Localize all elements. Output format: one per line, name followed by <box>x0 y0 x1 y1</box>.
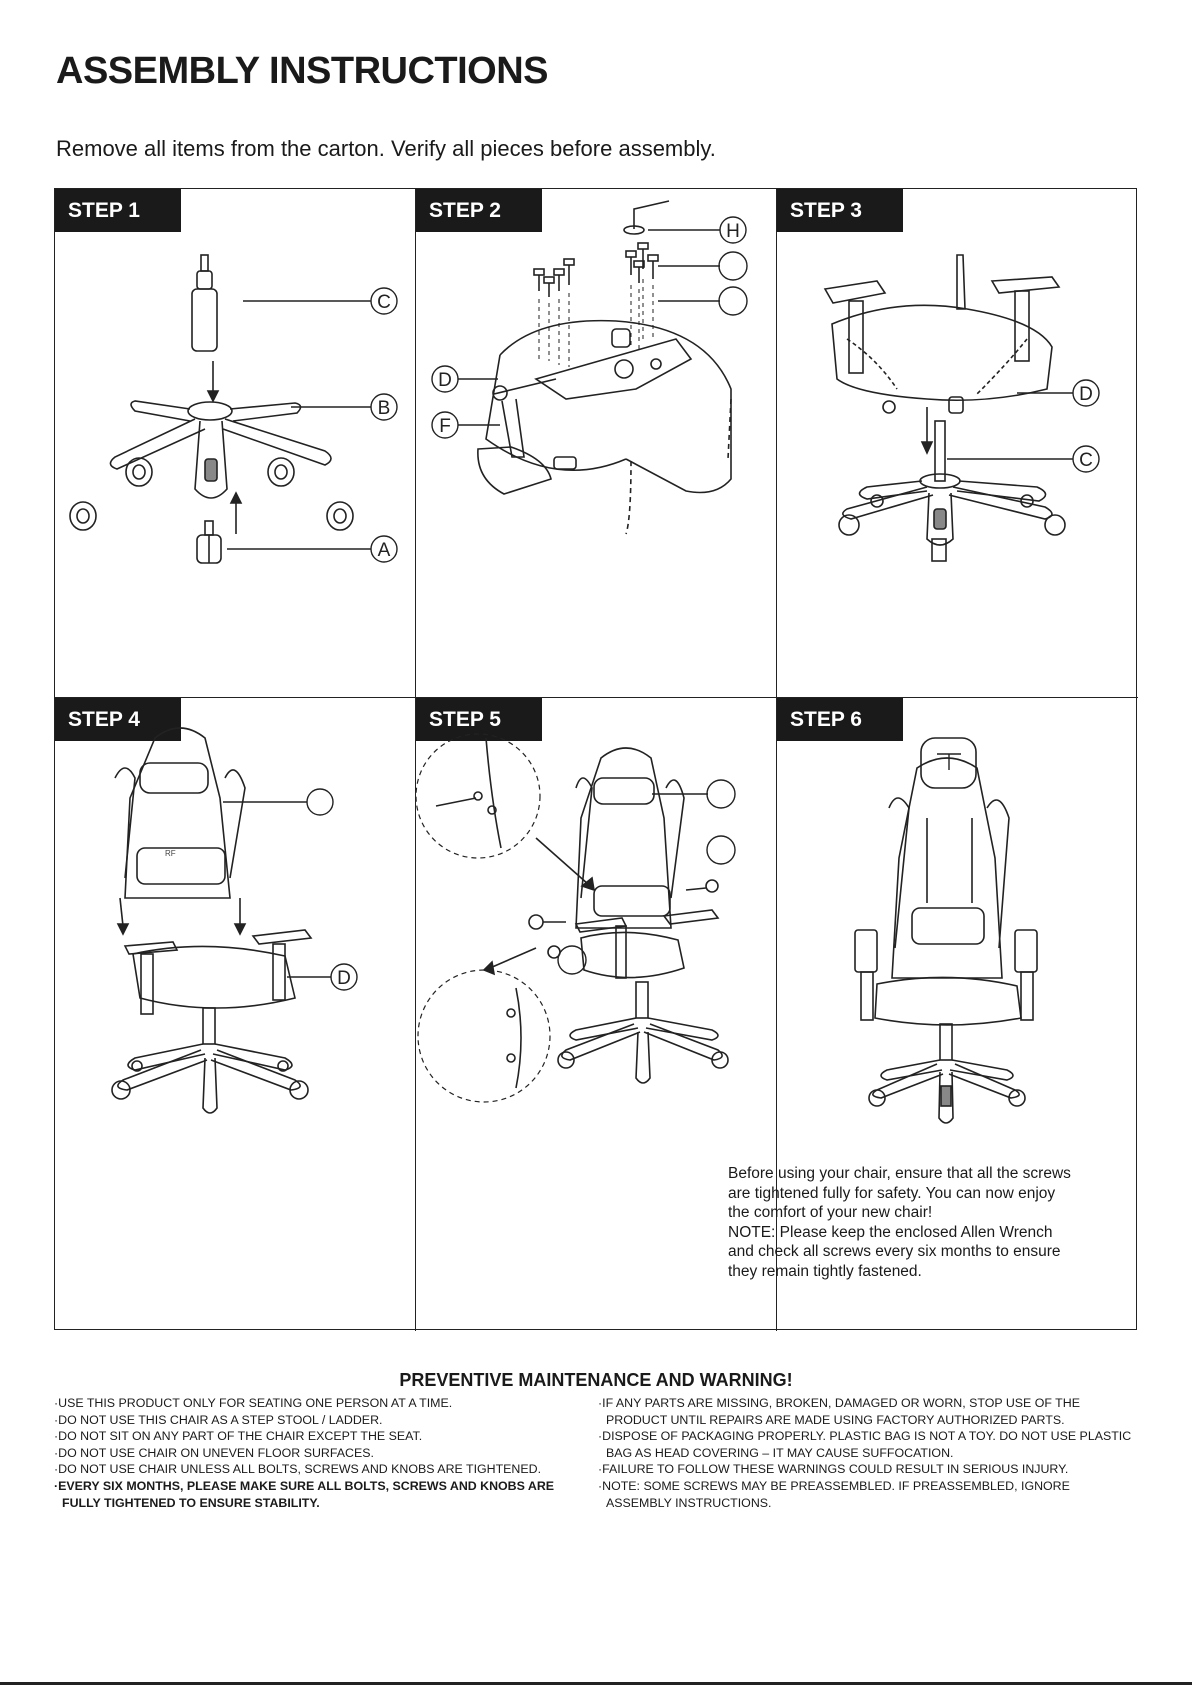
step-6-note: Before using your chair, ensure that all… <box>728 1164 1076 1281</box>
warning-item: DISPOSE OF PACKAGING PROPERLY. PLASTIC B… <box>598 1428 1138 1461</box>
step-3-tag: STEP 3 <box>777 189 903 232</box>
step-1-label-c: C <box>377 292 391 313</box>
page-title: ASSEMBLY INSTRUCTIONS <box>56 50 549 92</box>
step-6-panel: STEP 6 <box>777 698 1138 1331</box>
step-1-label-b: B <box>378 398 391 419</box>
steps-grid: STEP 1 <box>54 188 1138 1331</box>
warning-list-left: USE THIS PRODUCT ONLY FOR SEATING ONE PE… <box>54 1395 594 1511</box>
warning-title: PREVENTIVE MAINTENANCE AND WARNING! <box>399 1370 793 1390</box>
warning-list-right: IF ANY PARTS ARE MISSING, BROKEN, DAMAGE… <box>598 1395 1138 1511</box>
svg-text:RF: RF <box>165 849 176 858</box>
step-5-panel: STEP 5 <box>416 698 777 1331</box>
warning-item: NOTE: SOME SCREWS MAY BE PREASSEMBLED. I… <box>598 1478 1138 1511</box>
warning-item: FAILURE TO FOLLOW THESE WARNINGS COULD R… <box>598 1461 1138 1478</box>
step-2-label-h: H <box>726 221 740 242</box>
warning-item: DO NOT USE CHAIR UNLESS ALL BOLTS, SCREW… <box>54 1461 594 1478</box>
step-2-label-f: F <box>439 416 451 437</box>
warning-item: IF ANY PARTS ARE MISSING, BROKEN, DAMAGE… <box>598 1395 1138 1428</box>
step-2-label-d: D <box>438 370 452 391</box>
step-4-label-d: D <box>337 968 351 989</box>
warning-item: USE THIS PRODUCT ONLY FOR SEATING ONE PE… <box>54 1395 594 1412</box>
warning-item: DO NOT SIT ON ANY PART OF THE CHAIR EXCE… <box>54 1428 594 1445</box>
step-4-panel: STEP 4 RF <box>55 698 416 1331</box>
step-1-panel: STEP 1 <box>55 189 416 698</box>
step-4-illustration: RF <box>111 727 358 1114</box>
step-6-note-text: Before using your chair, ensure that all… <box>728 1165 1071 1221</box>
step-3-label-d: D <box>1079 384 1093 405</box>
step-1-tag: STEP 1 <box>55 189 181 232</box>
step-6-tag: STEP 6 <box>777 698 903 741</box>
step-6-note-warning: NOTE: Please keep the enclosed Allen Wre… <box>728 1223 1061 1280</box>
step-2-panel: STEP 2 <box>416 189 777 698</box>
step-2-tag: STEP 2 <box>416 189 542 232</box>
page-subtitle: Remove all items from the carton. Verify… <box>56 136 716 161</box>
footer-divider <box>0 1682 1192 1685</box>
step-6-illustration <box>854 737 1038 1124</box>
warning-item: DO NOT USE THIS CHAIR AS A STEP STOOL / … <box>54 1412 594 1429</box>
warning-item: DO NOT USE CHAIR ON UNEVEN FLOOR SURFACE… <box>54 1445 594 1462</box>
warning-item-bold: EVERY SIX MONTHS, PLEASE MAKE SURE ALL B… <box>54 1478 594 1511</box>
step-3-illustration: D C <box>823 254 1100 562</box>
step-3-label-c: C <box>1079 450 1093 471</box>
step-3-panel: STEP 3 <box>777 189 1138 698</box>
step-2-illustration: H D F <box>431 200 748 535</box>
step-1-label-a: A <box>378 540 391 561</box>
step-5-illustration <box>416 733 736 1103</box>
step-1-illustration: C B A <box>69 254 398 564</box>
